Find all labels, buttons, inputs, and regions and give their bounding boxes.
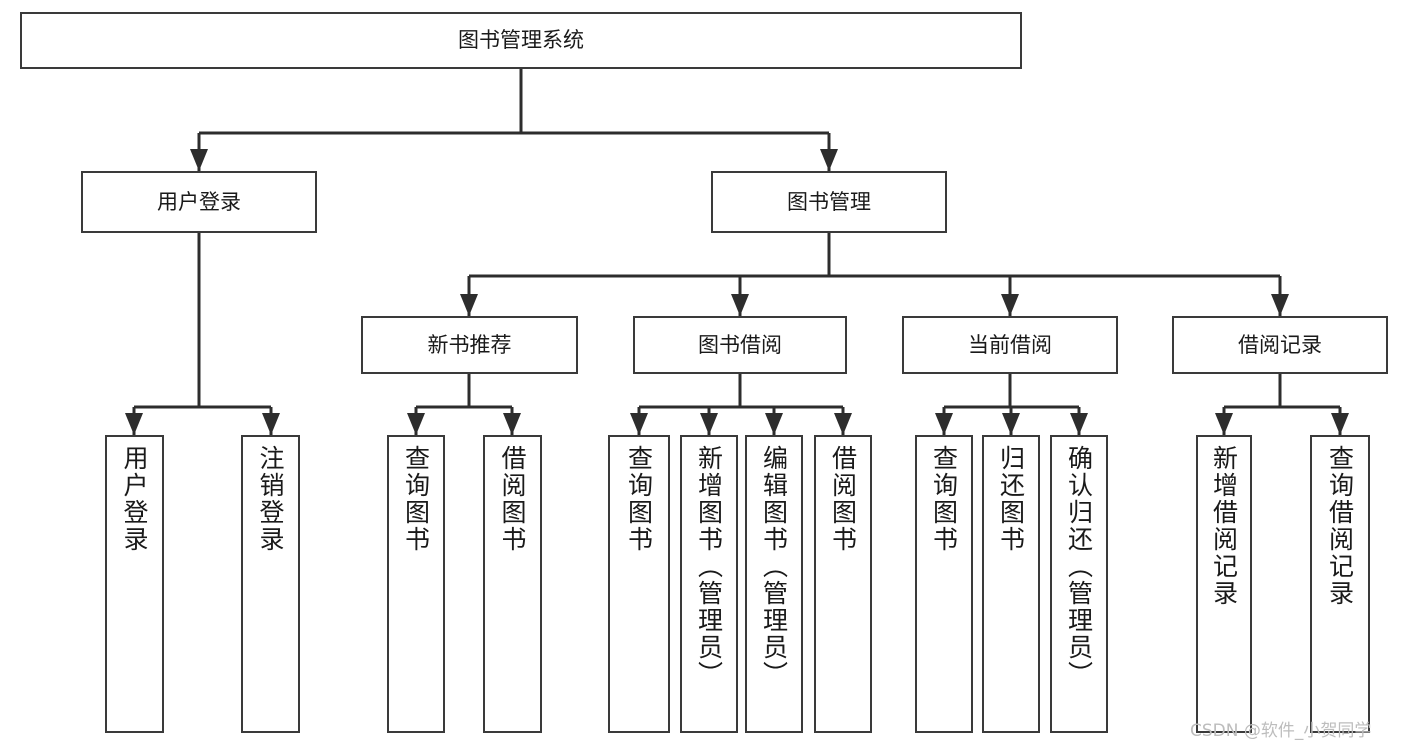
node-current-borrow[interactable]: 当前借阅: [902, 316, 1118, 374]
node-leaf-confirm-return-admin-label: 确认归还（管理员）: [1064, 445, 1094, 688]
node-leaf-query-book-2[interactable]: 查询图书: [608, 435, 670, 733]
node-root-label: 图书管理系统: [458, 28, 584, 53]
watermark: CSDN @软件_小贺同学: [1190, 721, 1372, 741]
node-leaf-edit-book-admin[interactable]: 编辑图书（管理员）: [745, 435, 803, 733]
node-leaf-confirm-return-admin[interactable]: 确认归还（管理员）: [1050, 435, 1108, 733]
node-leaf-user-login[interactable]: 用户登录: [105, 435, 164, 733]
node-user-login[interactable]: 用户登录: [81, 171, 317, 233]
node-leaf-return-book[interactable]: 归还图书: [982, 435, 1040, 733]
node-leaf-add-book-admin[interactable]: 新增图书（管理员）: [680, 435, 738, 733]
node-user-login-label: 用户登录: [157, 189, 241, 214]
node-leaf-borrow-book-2[interactable]: 借阅图书: [814, 435, 872, 733]
node-book-borrow-label: 图书借阅: [698, 332, 782, 357]
node-leaf-logout-label: 注销登录: [256, 445, 285, 553]
node-leaf-query-book-1[interactable]: 查询图书: [387, 435, 445, 733]
node-borrow-records-label: 借阅记录: [1238, 332, 1322, 357]
node-leaf-add-book-admin-label: 新增图书（管理员）: [694, 445, 724, 688]
node-borrow-records[interactable]: 借阅记录: [1172, 316, 1388, 374]
node-current-borrow-label: 当前借阅: [968, 332, 1052, 357]
node-leaf-query-book-3-label: 查询图书: [929, 445, 959, 553]
node-leaf-query-book-1-label: 查询图书: [401, 445, 431, 553]
node-leaf-return-book-label: 归还图书: [996, 445, 1026, 553]
node-new-book-recommend[interactable]: 新书推荐: [361, 316, 578, 374]
node-leaf-add-borrow-record-label: 新增借阅记录: [1209, 445, 1239, 607]
node-leaf-query-book-3[interactable]: 查询图书: [915, 435, 973, 733]
node-leaf-borrow-book-1[interactable]: 借阅图书: [483, 435, 542, 733]
node-leaf-edit-book-admin-label: 编辑图书（管理员）: [759, 445, 789, 688]
node-leaf-query-book-2-label: 查询图书: [624, 445, 654, 553]
node-leaf-query-borrow-record-label: 查询借阅记录: [1325, 445, 1355, 607]
node-book-management[interactable]: 图书管理: [711, 171, 947, 233]
node-leaf-borrow-book-2-label: 借阅图书: [828, 445, 858, 553]
node-leaf-add-borrow-record[interactable]: 新增借阅记录: [1196, 435, 1252, 733]
node-leaf-user-login-label: 用户登录: [120, 445, 149, 553]
node-new-book-recommend-label: 新书推荐: [427, 332, 512, 357]
node-root[interactable]: 图书管理系统: [20, 12, 1022, 69]
node-leaf-query-borrow-record[interactable]: 查询借阅记录: [1310, 435, 1370, 733]
node-book-management-label: 图书管理: [787, 189, 871, 214]
node-leaf-borrow-book-1-label: 借阅图书: [498, 445, 527, 553]
node-book-borrow[interactable]: 图书借阅: [633, 316, 847, 374]
node-leaf-logout[interactable]: 注销登录: [241, 435, 300, 733]
